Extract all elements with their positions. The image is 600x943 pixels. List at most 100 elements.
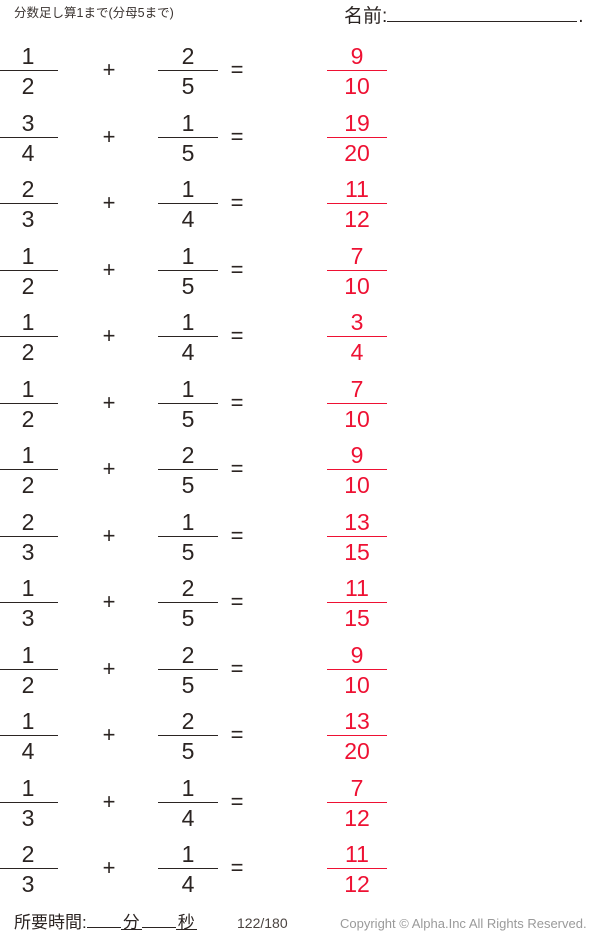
answer-fraction-rule <box>327 469 387 470</box>
equals-operator: = <box>230 522 244 548</box>
second-operand-fraction-numerator: 2 <box>181 708 195 734</box>
first-operand-fraction-rule <box>0 336 58 337</box>
answer-fraction-numerator: 11 <box>345 575 369 601</box>
answer-fraction-denominator: 10 <box>344 472 370 498</box>
first-operand-fraction-denominator: 2 <box>21 405 35 432</box>
equals-operator: = <box>230 57 244 82</box>
second-operand-fraction-denominator: 5 <box>181 605 195 631</box>
first-operand-fraction-denominator: 3 <box>21 804 35 831</box>
answer-fraction-rule <box>327 535 387 537</box>
first-operand-fraction-denominator: 3 <box>21 871 35 897</box>
first-operand-fraction-numerator: 1 <box>21 242 35 269</box>
first-operand-fraction-rule <box>0 70 58 71</box>
first-operand-fraction-rule <box>0 402 58 404</box>
name-field-label: 名前: <box>344 6 388 27</box>
answer-fraction-denominator: 12 <box>344 804 370 831</box>
second-operand-fraction-rule <box>158 269 218 271</box>
equals-operator: = <box>230 256 244 282</box>
first-operand-fraction-rule <box>0 668 58 670</box>
name-input-blank[interactable] <box>387 2 578 22</box>
plus-operator: + <box>102 788 116 814</box>
equals-operator: = <box>230 389 244 415</box>
second-operand-fraction-rule <box>158 602 218 603</box>
equals-operator: = <box>230 323 244 348</box>
second-operand-fraction-rule <box>158 668 218 670</box>
second-operand-fraction-numerator: 1 <box>181 375 195 402</box>
seconds-input-blank[interactable] <box>141 909 176 928</box>
first-operand-fraction-denominator: 2 <box>21 73 35 99</box>
plus-operator: + <box>102 522 116 548</box>
seconds-unit-label: 秒 <box>175 913 197 932</box>
second-operand-fraction-numerator: 2 <box>181 43 195 69</box>
first-operand-fraction-numerator: 2 <box>21 841 35 867</box>
second-operand-fraction-rule <box>158 136 218 138</box>
name-field[interactable]: 名前: . <box>344 2 584 29</box>
first-operand-fraction-rule <box>0 868 58 869</box>
answer-fraction-numerator: 19 <box>344 109 370 136</box>
plus-operator: + <box>102 589 116 614</box>
first-operand-fraction-numerator: 1 <box>21 442 35 468</box>
equals-operator: = <box>230 190 244 215</box>
second-operand-fraction-denominator: 5 <box>181 671 195 698</box>
second-operand-fraction-numerator: 1 <box>181 242 195 269</box>
equals-operator: = <box>230 589 244 614</box>
time-taken-field[interactable]: 所要時間: 分 秒 <box>14 909 197 935</box>
answer-fraction-denominator: 12 <box>344 871 370 897</box>
second-operand-fraction-numerator: 2 <box>181 575 195 601</box>
first-operand-fraction-numerator: 1 <box>21 43 35 69</box>
answer-fraction-numerator: 3 <box>350 309 364 335</box>
second-operand-fraction-rule <box>158 535 218 537</box>
answer-fraction-denominator: 10 <box>344 272 370 299</box>
second-operand-fraction-denominator: 5 <box>181 272 195 299</box>
second-operand-fraction-rule <box>158 70 218 71</box>
name-field-trailing-mark: . <box>578 6 584 27</box>
answer-fraction-numerator: 7 <box>350 774 364 801</box>
second-operand-fraction-rule <box>158 203 218 204</box>
first-operand-fraction-denominator: 2 <box>21 671 35 698</box>
second-operand-fraction-denominator: 4 <box>181 206 195 232</box>
time-taken-label: 所要時間: <box>14 913 87 932</box>
second-operand-fraction-numerator: 1 <box>181 109 195 136</box>
plus-operator: + <box>102 722 116 747</box>
first-operand-fraction-numerator: 3 <box>21 109 35 136</box>
plus-operator: + <box>102 256 116 282</box>
second-operand-fraction-numerator: 2 <box>181 442 195 468</box>
minutes-unit-label: 分 <box>120 913 142 932</box>
second-operand-fraction-rule <box>158 469 218 470</box>
first-operand-fraction-denominator: 3 <box>21 605 35 631</box>
minutes-input-blank[interactable] <box>86 909 121 928</box>
answer-fraction-denominator: 15 <box>344 605 370 631</box>
answer-fraction-numerator: 7 <box>350 375 364 402</box>
plus-operator: + <box>102 655 116 681</box>
second-operand-fraction-denominator: 5 <box>181 139 195 166</box>
first-operand-fraction-numerator: 1 <box>21 375 35 402</box>
